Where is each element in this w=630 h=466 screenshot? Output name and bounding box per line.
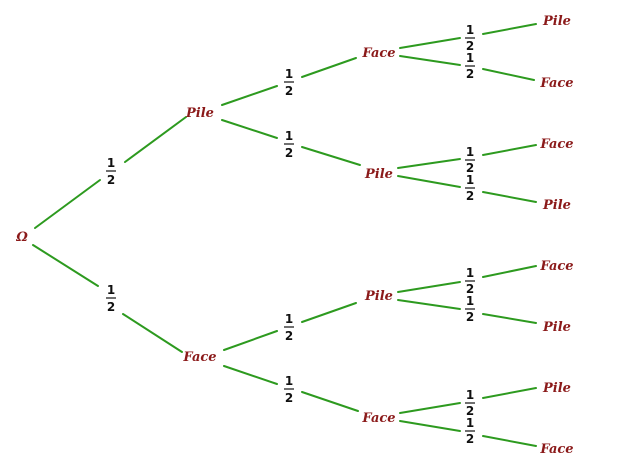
- svg-text:2: 2: [466, 432, 474, 446]
- edge-face-face: [301, 391, 359, 412]
- node-level2: Face: [361, 411, 395, 426]
- fraction-label: 1 2: [465, 266, 475, 296]
- node-level3: Pile: [542, 198, 571, 213]
- fraction-label: 1 2: [284, 312, 294, 343]
- edge-l3: [482, 144, 537, 156]
- edge-face-pile: [223, 330, 278, 351]
- edge-l3: [482, 435, 537, 447]
- edge-root-face: [122, 313, 183, 353]
- edge-pile-pile: [221, 119, 278, 139]
- svg-text:2: 2: [285, 329, 293, 343]
- svg-text:2: 2: [466, 189, 474, 203]
- svg-text:2: 2: [285, 146, 293, 160]
- edge-l3: [399, 402, 461, 414]
- edge-l3: [397, 158, 461, 169]
- edge-l3: [399, 55, 461, 66]
- svg-text:1: 1: [466, 294, 474, 308]
- svg-text:1: 1: [285, 374, 293, 388]
- fraction-label: 1 2: [106, 156, 116, 187]
- fraction-label: 1 2: [284, 129, 294, 160]
- node-level3: Face: [539, 76, 573, 91]
- fraction-label: 1 2: [284, 374, 294, 405]
- svg-text:2: 2: [285, 84, 293, 98]
- svg-text:1: 1: [285, 129, 293, 143]
- svg-text:1: 1: [466, 145, 474, 159]
- edge-l3: [482, 387, 537, 399]
- node-level3: Face: [539, 442, 573, 457]
- svg-text:1: 1: [466, 416, 474, 430]
- fraction-label: 1 2: [465, 294, 475, 324]
- edge-l3: [482, 68, 535, 81]
- fraction-label: 1 2: [465, 416, 475, 446]
- node-level1-pile: Pile: [185, 106, 214, 121]
- edge-pile-face: [221, 85, 278, 106]
- svg-text:1: 1: [285, 67, 293, 81]
- svg-text:2: 2: [285, 391, 293, 405]
- svg-text:2: 2: [466, 67, 474, 81]
- node-level2: Pile: [364, 289, 393, 304]
- fraction-label: 1 2: [465, 173, 475, 203]
- edge-root-face: [32, 244, 99, 287]
- fraction-label: 1 2: [106, 283, 116, 314]
- svg-text:1: 1: [466, 173, 474, 187]
- svg-text:1: 1: [285, 312, 293, 326]
- edge-pile-face: [301, 57, 357, 78]
- edge-root-pile: [124, 116, 187, 163]
- svg-text:2: 2: [107, 300, 115, 314]
- edge-l3: [397, 299, 461, 310]
- svg-text:2: 2: [107, 173, 115, 187]
- svg-text:1: 1: [107, 156, 115, 170]
- node-level3: Face: [539, 137, 573, 152]
- node-level1-face: Face: [182, 350, 216, 365]
- fraction-label: 1 2: [465, 145, 475, 175]
- edge-l3: [399, 37, 461, 49]
- svg-text:1: 1: [107, 283, 115, 297]
- node-level2: Face: [361, 46, 395, 61]
- svg-text:2: 2: [466, 161, 474, 175]
- fraction-label: 1 2: [465, 388, 475, 418]
- edge-l3: [482, 191, 537, 203]
- edge-face-face: [223, 365, 278, 385]
- edge-root-pile: [34, 179, 101, 229]
- edge-l3: [397, 175, 461, 188]
- edge-face-pile: [301, 302, 357, 323]
- svg-text:1: 1: [466, 23, 474, 37]
- fraction-label: 1 2: [465, 51, 475, 81]
- svg-text:2: 2: [466, 404, 474, 418]
- fraction-label: 1 2: [465, 23, 475, 53]
- node-level3: Face: [539, 259, 573, 274]
- root-node: Ω: [15, 230, 28, 245]
- svg-text:2: 2: [466, 39, 474, 53]
- node-level3: Pile: [542, 14, 571, 29]
- edge-l3: [399, 420, 461, 432]
- svg-text:1: 1: [466, 51, 474, 65]
- fraction-label: 1 2: [284, 67, 294, 98]
- edge-pile-pile: [301, 146, 361, 166]
- node-level3: Pile: [542, 320, 571, 335]
- edge-l3: [397, 281, 461, 293]
- edge-l3: [482, 265, 537, 278]
- svg-text:1: 1: [466, 266, 474, 280]
- svg-text:2: 2: [466, 282, 474, 296]
- svg-text:1: 1: [466, 388, 474, 402]
- node-level3: Pile: [542, 381, 571, 396]
- edge-l3: [482, 23, 537, 35]
- edge-l3: [482, 313, 537, 324]
- node-level2: Pile: [364, 167, 393, 182]
- svg-text:2: 2: [466, 310, 474, 324]
